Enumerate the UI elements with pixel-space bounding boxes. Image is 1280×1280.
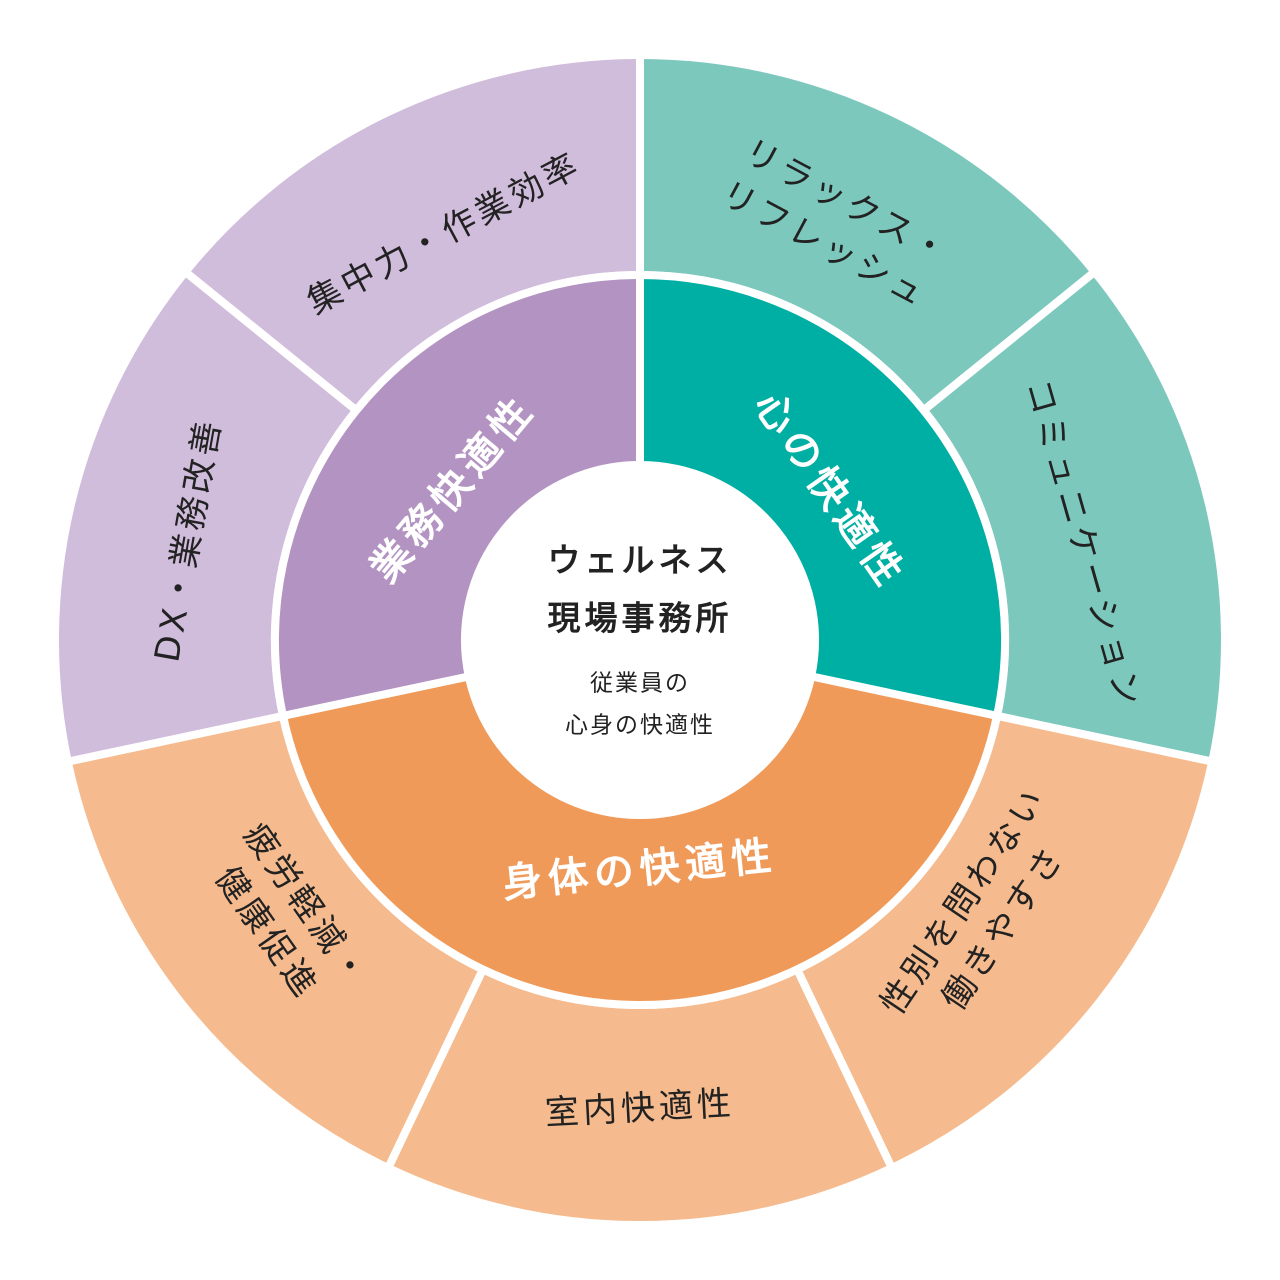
center-title-line2: 現場事務所 <box>548 599 733 638</box>
middle-ring <box>271 270 1009 1009</box>
outer-ring <box>51 50 1229 1229</box>
center-circle <box>468 468 812 812</box>
center-sub-line1: 従業員の <box>590 671 690 697</box>
center-sub-line2: 心身の快適性 <box>565 713 715 739</box>
segment-work-comfort <box>271 270 644 721</box>
segment-mind-comfort <box>636 270 1009 721</box>
segment-body-comfort <box>278 671 1002 1009</box>
item-indoor: 室内快適性 <box>544 1084 736 1134</box>
center-title-line1: ウェルネス <box>548 541 733 580</box>
